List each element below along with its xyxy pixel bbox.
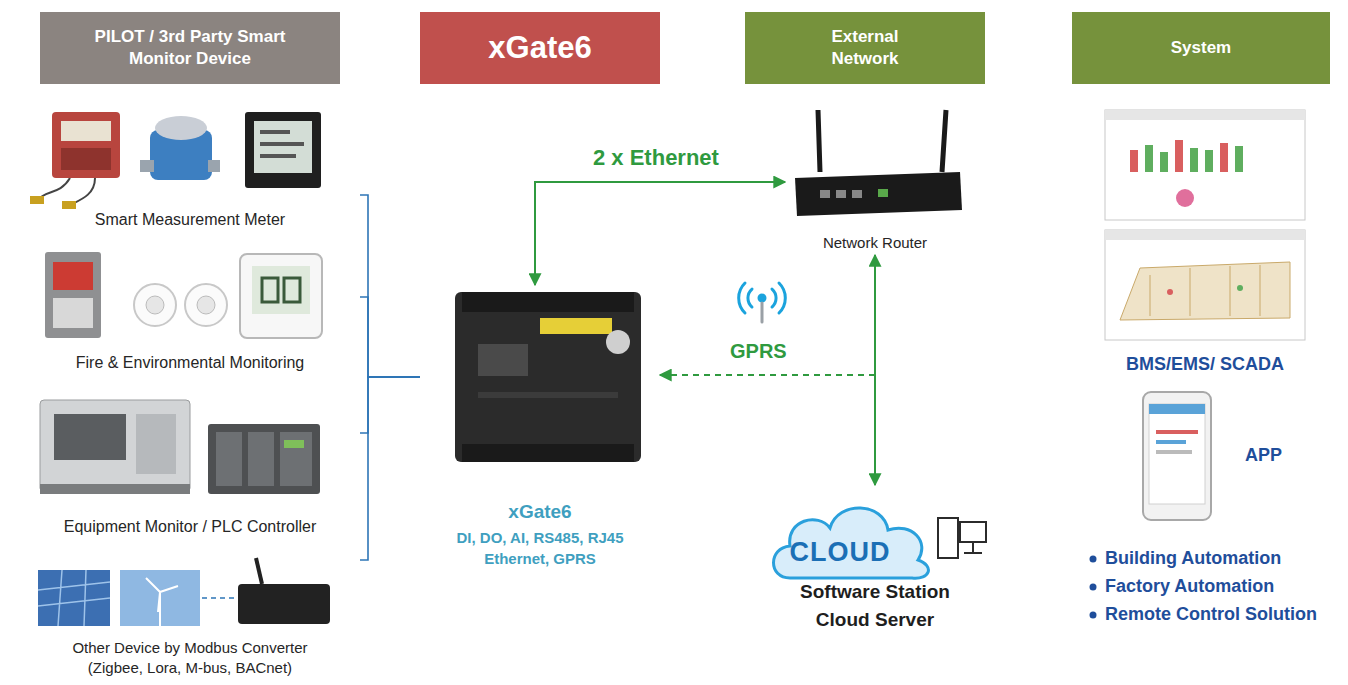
- bullet-item: Remote Control Solution: [1105, 604, 1317, 625]
- node-title: xGate6: [508, 501, 571, 523]
- connector: [360, 377, 420, 560]
- node-title: BMS/EMS/ SCADA: [1126, 352, 1284, 376]
- node-title: Equipment Monitor / PLC Controller: [64, 516, 317, 538]
- gateway-node: xGate6DI, DO, AI, RS485, RJ45 Ethernet, …: [420, 285, 660, 575]
- device-group: Equipment Monitor / PLC Controller: [20, 390, 360, 540]
- bullet-dots: [1090, 556, 1097, 619]
- phone-icon: [1143, 392, 1211, 520]
- connector: [535, 182, 785, 285]
- fire-icons: [45, 252, 322, 338]
- node-title: PILOT / 3rd Party Smart Monitor Device: [90, 26, 290, 70]
- node-title: Network Router: [823, 233, 927, 253]
- equipment-icons: [40, 400, 320, 494]
- system-screens: BMS/EMS/ SCADA: [1085, 108, 1325, 378]
- bullet-item: Factory Automation: [1105, 576, 1274, 597]
- app-node: APP: [1140, 388, 1300, 523]
- cloud-icon: [774, 508, 987, 578]
- meter-icons: [30, 112, 321, 209]
- bullet-item: Building Automation: [1105, 548, 1281, 569]
- node-body: DI, DO, AI, RS485, RJ45 Ethernet, GPRS: [433, 527, 648, 569]
- device-group: Smart Measurement Meter: [20, 108, 360, 233]
- connector: [360, 297, 420, 377]
- node-title: System: [1171, 37, 1231, 59]
- router-icon: [795, 110, 962, 216]
- connector: [360, 195, 420, 377]
- node-body: Software Station Cloud Server: [775, 578, 975, 633]
- gateway-device: [455, 292, 641, 462]
- node-title: Other Device by Modbus Converter (Zigbee…: [55, 638, 325, 679]
- connector: [360, 377, 420, 433]
- header-band: PILOT / 3rd Party Smart Monitor Device: [40, 12, 340, 84]
- converter-icons: [38, 558, 330, 626]
- router-node: Network Router: [785, 105, 965, 255]
- cloud-node: CLOUD Software Station Cloud Server: [755, 485, 995, 645]
- node-title: Fire & Environmental Monitoring: [76, 352, 305, 374]
- wireless-icon: [739, 283, 786, 322]
- node-title: External Network: [810, 26, 920, 70]
- header-band: External Network: [745, 12, 985, 84]
- connector: [660, 375, 875, 485]
- node-title: xGate6: [488, 28, 591, 68]
- edge-label: 2 x Ethernet: [590, 145, 722, 171]
- device-group: Fire & Environmental Monitoring: [20, 243, 360, 376]
- node-title: APP: [1245, 445, 1282, 466]
- device-group: Other Device by Modbus Converter (Zigbee…: [20, 552, 360, 680]
- node-title: Smart Measurement Meter: [95, 209, 285, 231]
- screen-icons: [1105, 110, 1305, 340]
- header-band: System: [1072, 12, 1330, 84]
- edge-label: GPRS: [727, 340, 790, 363]
- node-title: CLOUD: [790, 537, 891, 568]
- header-band: xGate6: [420, 12, 660, 84]
